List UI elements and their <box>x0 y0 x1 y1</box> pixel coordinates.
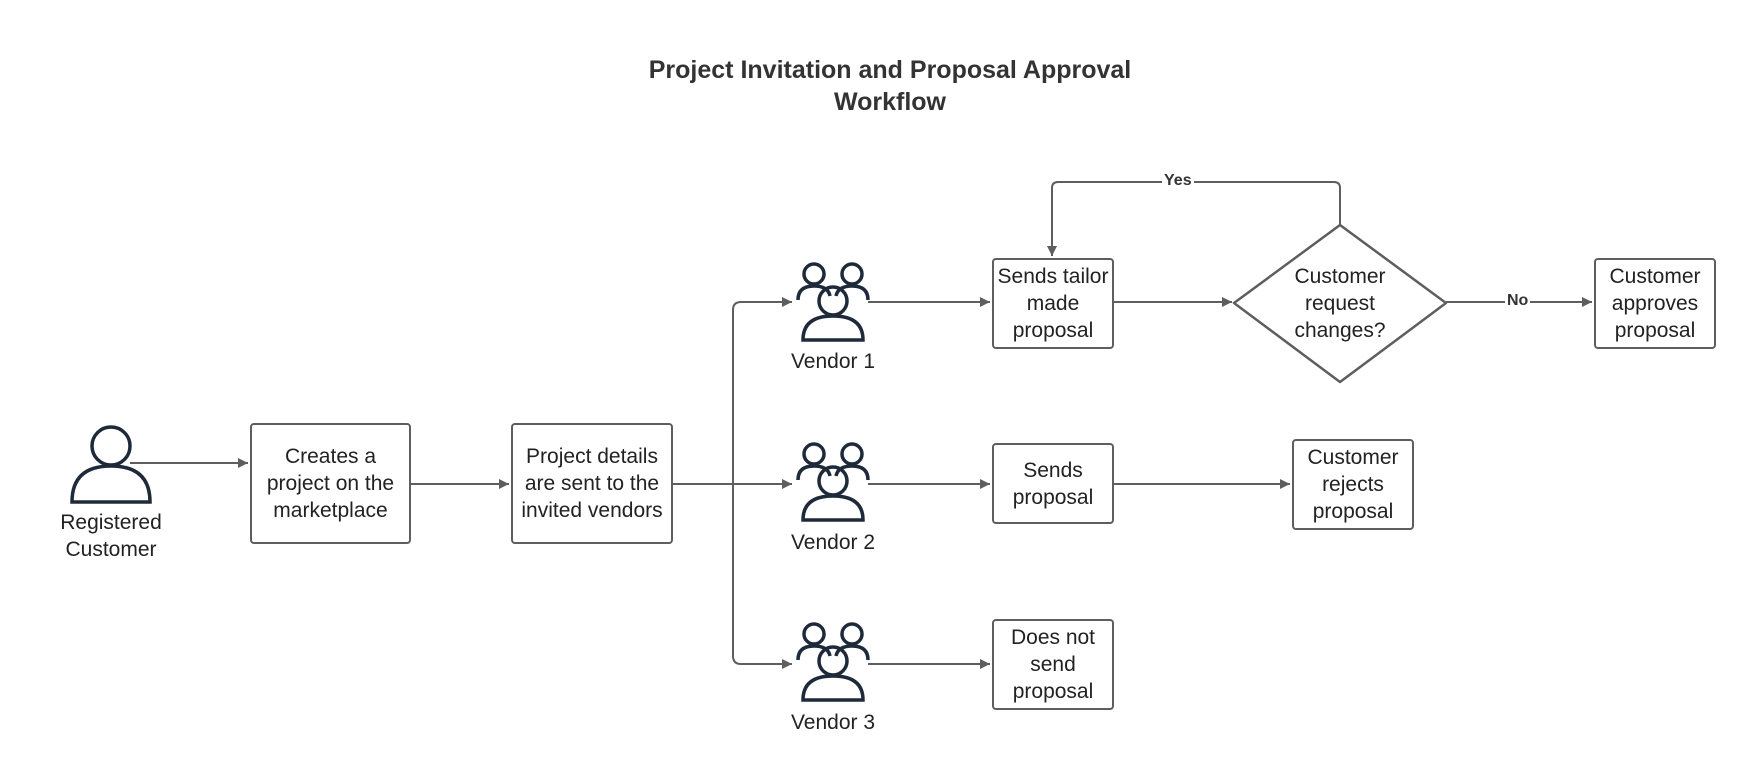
decision-label: Customer request changes? <box>1294 264 1386 342</box>
group-icon <box>796 442 870 522</box>
group-icon <box>796 622 870 702</box>
customer-label: Registered Customer <box>60 511 162 561</box>
no-edge-label: No <box>1505 292 1531 310</box>
create-project-node: Creates a project on the marketplace <box>250 423 411 544</box>
send-proposal-node: Sends proposal <box>992 443 1114 524</box>
vendor3-label: Vendor 3 <box>790 711 876 734</box>
approves-node: Customer approves proposal <box>1594 258 1716 349</box>
vendor2-label: Vendor 2 <box>790 531 876 554</box>
no-proposal-node: Does not send proposal <box>992 619 1114 710</box>
decision-diamond <box>1232 223 1448 384</box>
edge-details-to-vendor3 <box>732 484 792 669</box>
edge-details-to-vendor1 <box>732 297 792 484</box>
yes-edge-label: Yes <box>1162 172 1194 190</box>
person-icon <box>70 425 152 504</box>
tailor-proposal-node: Sends tailor made proposal <box>992 258 1114 349</box>
rejects-node: Customer rejects proposal <box>1292 439 1414 530</box>
vendor1-label: Vendor 1 <box>790 350 876 373</box>
edge-decision-yes <box>1047 181 1341 256</box>
group-icon <box>796 262 870 342</box>
send-details-node: Project details are sent to the invited … <box>511 423 673 544</box>
diagram-title: Project Invitation and Proposal Approval… <box>648 56 1132 116</box>
